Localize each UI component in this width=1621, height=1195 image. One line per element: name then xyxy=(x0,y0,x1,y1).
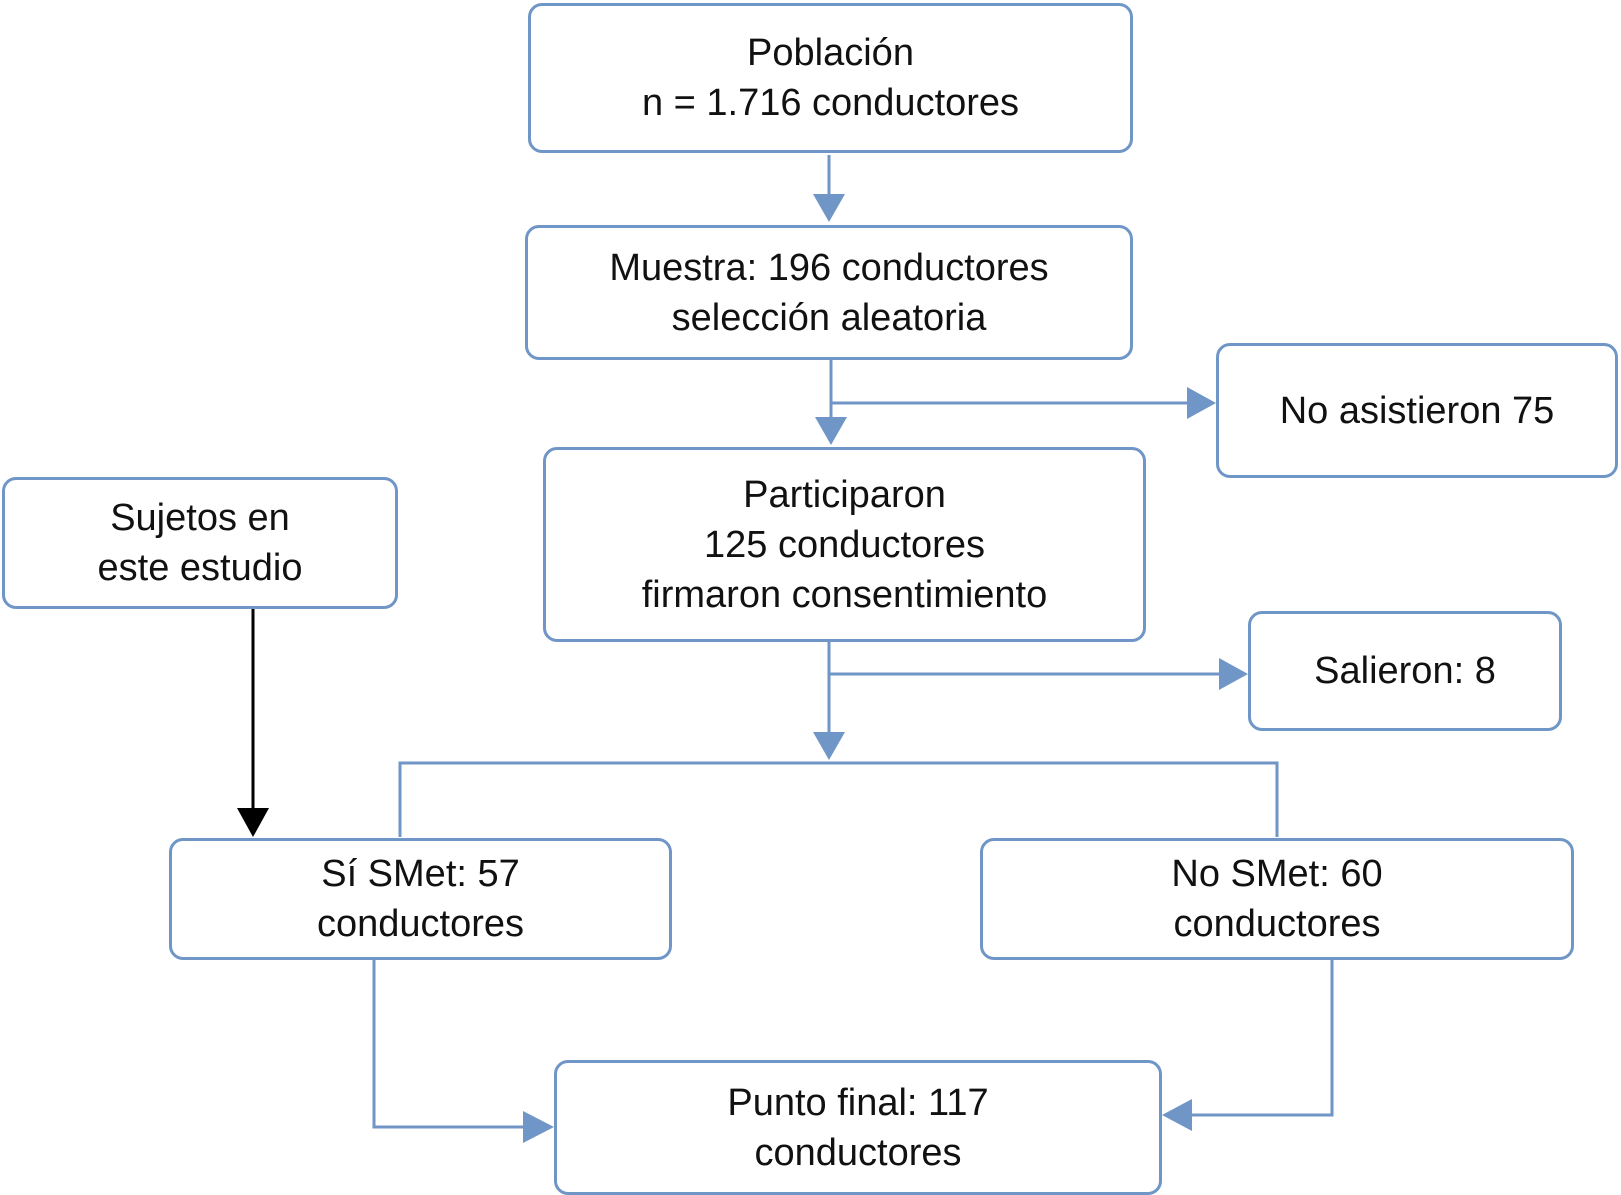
arrow-sujetos-to-si-smet xyxy=(237,608,269,837)
salieron-box: Salieron: 8 xyxy=(1248,611,1562,731)
arrow-poblacion-to-muestra xyxy=(813,155,845,222)
si-smet-unit: conductores xyxy=(316,903,524,945)
poblacion-label: Población xyxy=(747,32,914,74)
participaron-count: 125 conductores xyxy=(704,523,985,566)
arrow-no-smet-to-punto-final xyxy=(1162,960,1334,1131)
punto-final-label: Punto final: 117 xyxy=(727,1081,989,1124)
si-smet-box: Sí SMet: 57 conductores xyxy=(169,838,672,960)
sujetos-box: Sujetos en este estudio xyxy=(2,477,398,609)
sujetos-line2: este estudio xyxy=(97,547,303,589)
arrow-participaron-to-split xyxy=(813,642,845,760)
arrow-si-smet-to-punto-final xyxy=(372,960,554,1143)
muestra-box: Muestra: 196 conductores selección aleat… xyxy=(525,225,1133,360)
poblacion-count: n = 1.716 conductores xyxy=(641,82,1020,124)
punto-final-unit: conductores xyxy=(754,1131,962,1174)
arrow-muestra-to-participaron xyxy=(815,360,847,445)
no-asistieron-box: No asistieron 75 xyxy=(1216,343,1618,478)
punto-final-box: Punto final: 117 conductores xyxy=(554,1060,1162,1195)
no-asistieron-label: No asistieron 75 xyxy=(1279,389,1555,432)
poblacion-box: Población n = 1.716 conductores xyxy=(528,3,1133,153)
participaron-consent: firmaron consentimiento xyxy=(641,573,1048,616)
sujetos-line1: Sujetos en xyxy=(110,497,290,539)
split-bracket xyxy=(398,761,1279,837)
salieron-label: Salieron: 8 xyxy=(1314,650,1496,692)
participaron-label: Participaron xyxy=(743,473,946,516)
muestra-label: Muestra: 196 conductores xyxy=(609,246,1049,289)
muestra-method: selección aleatoria xyxy=(671,296,987,339)
participaron-box: Participaron 125 conductores firmaron co… xyxy=(543,447,1146,642)
no-smet-label: No SMet: 60 xyxy=(1171,853,1383,895)
no-smet-unit: conductores xyxy=(1173,903,1381,945)
arrow-to-no-asistieron xyxy=(831,387,1216,419)
si-smet-label: Sí SMet: 57 xyxy=(321,853,520,895)
arrow-to-salieron xyxy=(829,658,1248,690)
no-smet-box: No SMet: 60 conductores xyxy=(980,838,1574,960)
